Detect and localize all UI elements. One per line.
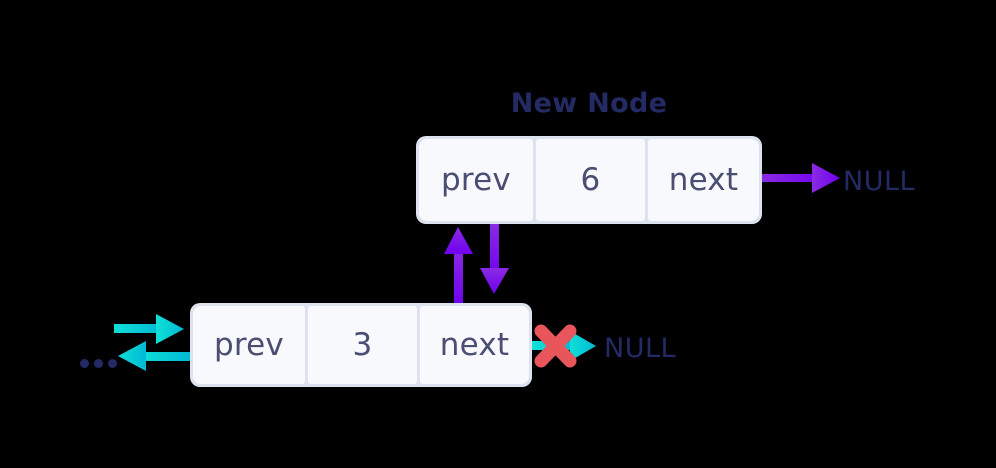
arrow-incoming-cyan <box>114 314 184 344</box>
new-node-title: New Node <box>510 88 668 119</box>
arrow-new-next-to-null <box>762 163 840 193</box>
arrow-prev-back-cyan <box>118 341 192 371</box>
ellipsis-dot <box>80 359 89 368</box>
new-node-prev-cell: prev <box>419 139 533 221</box>
new-node: prev 6 next <box>416 136 762 224</box>
existing-node: prev 3 next <box>190 303 532 387</box>
arrow-new-prev-down <box>480 224 509 294</box>
existing-node-next-cell: next <box>420 306 530 384</box>
arrow-existing-next-up <box>444 227 473 306</box>
new-node-next-cell: next <box>647 139 759 221</box>
null-label-bottom: NULL <box>604 333 677 364</box>
arrow-old-next-to-null <box>532 331 596 361</box>
ellipsis-icon <box>80 359 117 368</box>
ellipsis-dot <box>108 359 117 368</box>
ellipsis-dot <box>94 359 103 368</box>
broken-link-cross-icon <box>534 324 577 368</box>
new-node-value-cell: 6 <box>535 139 645 221</box>
null-label-top: NULL <box>843 166 916 197</box>
existing-node-prev-cell: prev <box>193 306 305 384</box>
existing-node-value-cell: 3 <box>307 306 417 384</box>
